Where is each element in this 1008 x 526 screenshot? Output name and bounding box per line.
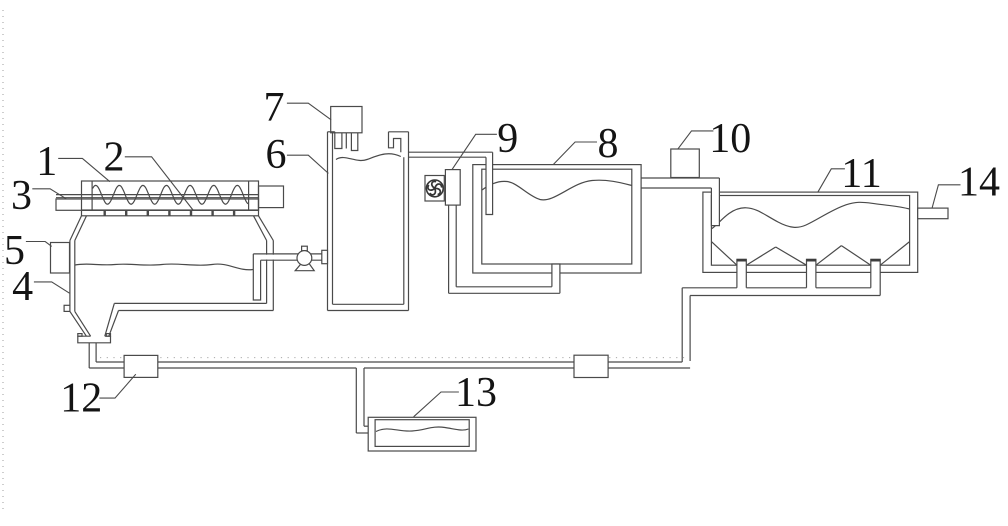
svg-text:13: 13 <box>455 370 497 416</box>
svg-text:12: 12 <box>60 376 102 422</box>
svg-text:8: 8 <box>598 121 619 167</box>
svg-text:10: 10 <box>709 116 751 162</box>
svg-text:5: 5 <box>4 228 25 274</box>
svg-text:4: 4 <box>12 264 33 310</box>
svg-text:6: 6 <box>266 132 287 178</box>
svg-text:7: 7 <box>264 85 285 131</box>
svg-text:11: 11 <box>841 151 881 197</box>
svg-text:9: 9 <box>497 116 518 162</box>
svg-text:2: 2 <box>104 135 125 181</box>
svg-text:3: 3 <box>11 173 32 219</box>
svg-text:14: 14 <box>958 160 1000 206</box>
svg-text:1: 1 <box>36 139 57 185</box>
